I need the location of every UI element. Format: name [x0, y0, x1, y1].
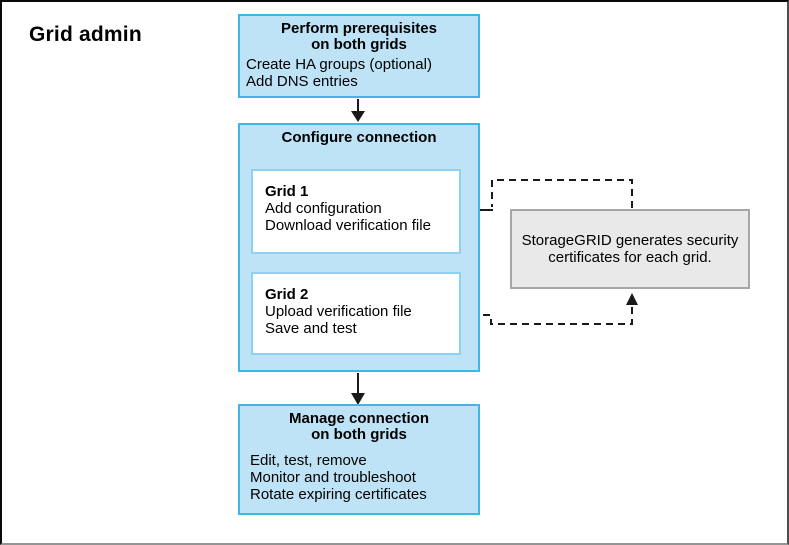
prerequisites-title-line: on both grids — [311, 36, 407, 53]
prerequisites-items: Create HA groups (optional) Add DNS entr… — [240, 53, 478, 90]
prerequisites-title-line: Perform prerequisites — [281, 20, 437, 37]
grid1-item: Add configuration — [265, 200, 382, 217]
configure-box: Configure connection Grid 1 Add configur… — [238, 123, 480, 372]
prerequisites-title: Perform prerequisites on both grids — [240, 16, 478, 53]
arrow-configure-to-manage — [351, 373, 365, 405]
grid1-item: Download verification file — [265, 217, 431, 234]
grid1-title: Grid 1 — [265, 183, 309, 200]
certificates-note-line: certificates for each grid. — [548, 249, 712, 266]
configure-title: Configure connection — [281, 129, 437, 146]
prerequisites-box: Perform prerequisites on both grids Crea… — [238, 14, 480, 98]
grid1-box: Grid 1 Add configuration Download verifi… — [251, 169, 461, 254]
grid2-item: Save and test — [265, 320, 357, 337]
manage-box: Manage connection on both grids Edit, te… — [238, 404, 480, 515]
prerequisites-item: Create HA groups (optional) — [246, 56, 432, 73]
manage-item: Rotate expiring certificates — [250, 486, 427, 503]
manage-item: Monitor and troubleshoot — [250, 469, 416, 486]
grid2-title: Grid 2 — [265, 286, 309, 303]
manage-title-line: on both grids — [311, 426, 407, 443]
manage-items: Edit, test, remove Monitor and troublesh… — [240, 443, 478, 503]
certificates-note-box: StorageGRID generates security certifica… — [510, 209, 750, 289]
manage-title-line: Manage connection — [288, 410, 430, 427]
prerequisites-item: Add DNS entries — [246, 73, 358, 90]
dashed-connector-grid2-to-note — [459, 293, 638, 325]
manage-item: Edit, test, remove — [250, 452, 367, 469]
manage-title: Manage connection on both grids — [240, 406, 478, 443]
grid2-box: Grid 2 Upload verification file Save and… — [251, 272, 461, 355]
page-title: Grid admin — [29, 23, 142, 46]
grid2-item: Upload verification file — [265, 303, 412, 320]
arrow-prerequisites-to-configure — [351, 99, 365, 122]
certificates-note-line: StorageGRID generates security — [521, 232, 739, 249]
